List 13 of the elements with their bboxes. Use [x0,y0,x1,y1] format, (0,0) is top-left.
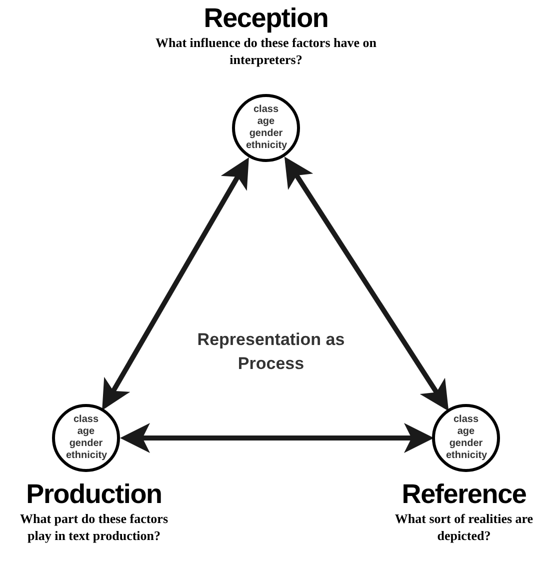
factor-list: class age gender ethnicity [66,414,106,462]
stage-question: What influence do these factors have on interpreters? [154,34,378,68]
factor-list: class age gender ethnicity [246,104,286,152]
stage-heading: Reference [402,478,526,510]
factor-list: class age gender ethnicity [446,414,486,462]
stage-heading: Reception [204,2,328,34]
double-arrow [102,157,249,410]
double-arrow [120,423,434,453]
stage-question: What part do these factors play in text production? [18,510,170,544]
double-arrow [284,156,449,412]
stage-heading: Production [26,478,162,510]
center-label: Representation as Process [196,329,346,375]
stage-question: What sort of realities are depicted? [394,510,534,544]
